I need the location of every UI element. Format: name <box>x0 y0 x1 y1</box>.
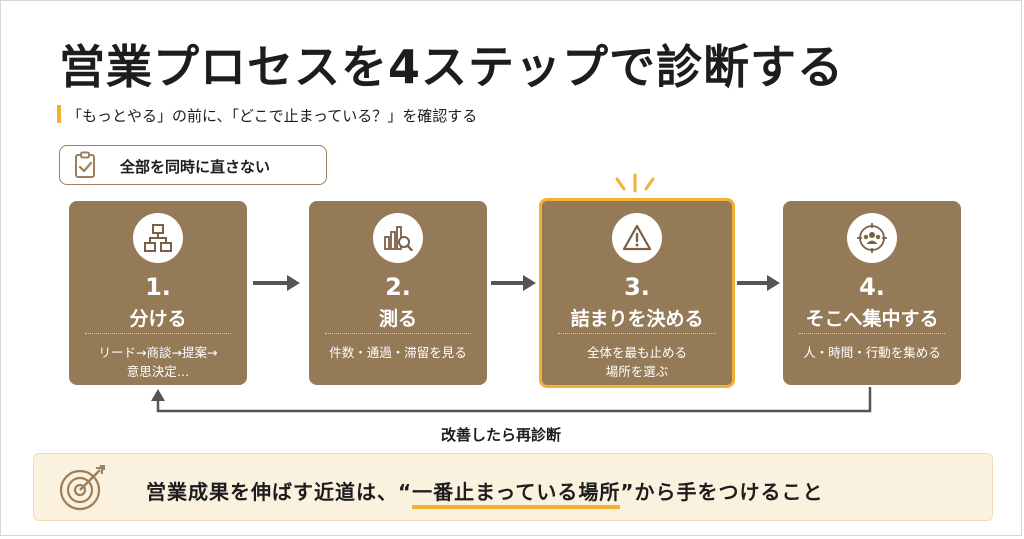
divider <box>85 333 231 334</box>
divider <box>325 333 471 334</box>
step-description-line: 人・時間・行動を集める <box>803 345 941 360</box>
arrow-right-icon <box>253 275 300 291</box>
step-icon-circle <box>133 213 183 263</box>
step-number: 2. <box>385 273 411 301</box>
step-description-line: 全体を最も止める <box>586 345 687 360</box>
conclusion-banner: 営業成果を伸ばす近道は、“一番止まっている場所”から手をつけること <box>33 453 993 521</box>
subtitle-accent-bar <box>57 105 61 123</box>
highlight-rays <box>615 173 655 193</box>
step-description: 件数・通過・滞留を見る <box>313 343 483 362</box>
arrow-right-icon <box>491 275 536 291</box>
step-name: そこへ集中する <box>805 308 939 330</box>
step-card-1: 1. 分ける リード→商談→提案→ 意思決定… <box>69 201 247 385</box>
step-icon-circle <box>373 213 423 263</box>
step-name: 詰まりを決める <box>570 308 704 330</box>
step-description: リード→商談→提案→ 意思決定… <box>73 343 243 381</box>
note-box: 全部を同時に直さない <box>59 145 327 185</box>
title-tail: する <box>750 40 845 94</box>
step-card-2: 2. 測る 件数・通過・滞留を見る <box>309 201 487 385</box>
title-main: 営業プロセスを4ステップで <box>59 40 657 94</box>
step-card-3: 3. 詰まりを決める 全体を最も止める 場所を選ぶ <box>539 198 735 388</box>
step-number: 1. <box>145 273 171 301</box>
step-name: 測る <box>378 308 417 330</box>
quote-open: “ <box>398 480 413 504</box>
conclusion-post: から手をつけること <box>634 480 824 504</box>
step-number: 3. <box>624 273 650 301</box>
step-icon-circle <box>612 213 662 263</box>
quote-close: ” <box>620 480 635 504</box>
divider <box>799 333 945 334</box>
step-description-line: リード→商談→提案→ <box>98 345 218 360</box>
conclusion-emphasis: 一番止まっている場所 <box>412 476 621 509</box>
title-highlight: 診断 <box>656 31 751 97</box>
loop-label: 改善したら再診断 <box>441 426 562 444</box>
step-description-line: 意思決定… <box>126 364 190 379</box>
step-name: 分ける <box>129 308 187 330</box>
page-title: 営業プロセスを4ステップで診断する <box>59 31 844 97</box>
arrow-right-icon <box>737 275 780 291</box>
conclusion-text: 営業成果を伸ばす近道は、“一番止まっている場所”から手をつけること <box>146 476 824 509</box>
divider <box>558 333 716 334</box>
step-description-line: 場所を選ぶ <box>605 364 669 379</box>
note-text: 全部を同時に直さない <box>120 158 271 176</box>
subtitle: 「もっとやる」の前に、「どこで止まっている？」を確認する <box>67 107 478 125</box>
step-description-line: 件数・通過・滞留を見る <box>329 345 467 360</box>
step-description: 全体を最も止める 場所を選ぶ <box>546 343 728 381</box>
target-arrow-icon <box>56 462 108 518</box>
step-number: 4. <box>859 273 885 301</box>
clipboard-check-icon <box>70 150 100 180</box>
step-card-4: 4. そこへ集中する 人・時間・行動を集める <box>783 201 961 385</box>
step-icon-circle <box>847 213 897 263</box>
conclusion-pre: 営業成果を伸ばす近道は、 <box>146 480 398 504</box>
step-description: 人・時間・行動を集める <box>787 343 957 362</box>
